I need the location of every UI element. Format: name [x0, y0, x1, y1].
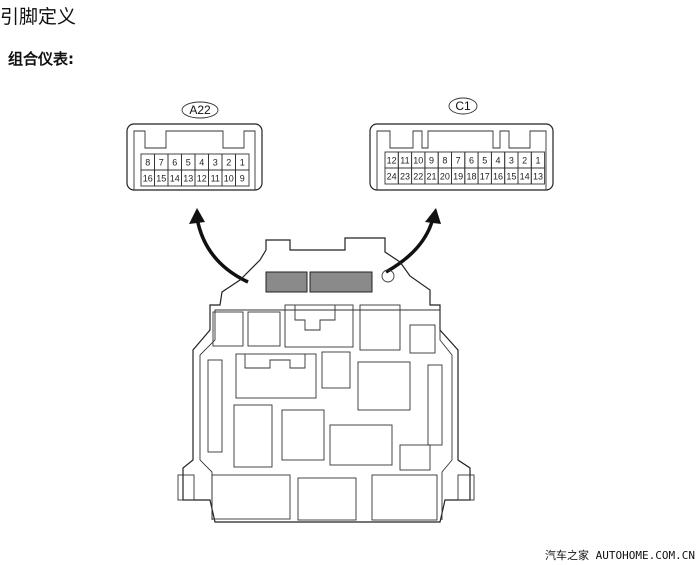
pin-number: 19 [453, 172, 463, 182]
pin-number: 1 [240, 158, 245, 168]
pin-number: 8 [145, 158, 150, 168]
watermark: 汽车之家 AUTOHOME.COM.CN [545, 549, 695, 562]
pin-number: 13 [183, 174, 193, 184]
pin-number: 24 [387, 172, 397, 182]
pin-number: 23 [400, 172, 410, 182]
pin-number: 11 [400, 156, 409, 166]
a22-location-highlight [265, 271, 308, 293]
arrow-to-c1 [385, 208, 441, 274]
pin-number: 1 [535, 156, 540, 166]
pin-number: 12 [197, 174, 207, 184]
pin-number: 2 [226, 158, 231, 168]
section-subtitle: 组合仪表: [8, 50, 74, 68]
pin-number: 6 [469, 156, 474, 166]
pin-number: 12 [387, 156, 397, 166]
pin-number: 5 [482, 156, 487, 166]
pin-number: 13 [533, 172, 543, 182]
pin-number: 16 [493, 172, 503, 182]
pin-number: 10 [413, 156, 423, 166]
pin-number: 22 [413, 172, 423, 182]
pin-number: 7 [159, 158, 164, 168]
page-title: 引脚定义 [0, 6, 77, 28]
arrow-to-a22 [189, 208, 249, 284]
pin-cell [235, 169, 250, 187]
pin-number: 6 [172, 158, 177, 168]
pin-number: 10 [224, 174, 234, 184]
pin-number: 3 [213, 158, 218, 168]
pin-number: 20 [440, 172, 450, 182]
combination-meter-body [177, 237, 475, 523]
pin-number: 4 [496, 156, 501, 166]
pin-number: 9 [429, 156, 434, 166]
pin-number: 18 [466, 172, 476, 182]
connector-label-oval [181, 101, 219, 119]
pin-number: 4 [199, 158, 204, 168]
pin-number: 8 [442, 156, 447, 166]
connector-a22-label: A22 [189, 103, 211, 117]
pin-cell [530, 167, 546, 185]
pin-number: 14 [520, 172, 530, 182]
pin-number: 15 [156, 174, 166, 184]
pin-number: 2 [522, 156, 527, 166]
pin-number: 9 [240, 174, 245, 184]
pin-number: 14 [170, 174, 180, 184]
pin-number: 16 [143, 174, 153, 184]
pin-number: 5 [186, 158, 191, 168]
pin-number: 7 [456, 156, 461, 166]
c1-location-highlight [309, 271, 373, 293]
connector-c1-label: C1 [455, 99, 471, 113]
pin-number: 11 [211, 174, 220, 184]
pin-number: 17 [480, 172, 490, 182]
pin-number: 21 [427, 172, 437, 182]
pin-number: 15 [506, 172, 516, 182]
pin-number: 3 [509, 156, 514, 166]
